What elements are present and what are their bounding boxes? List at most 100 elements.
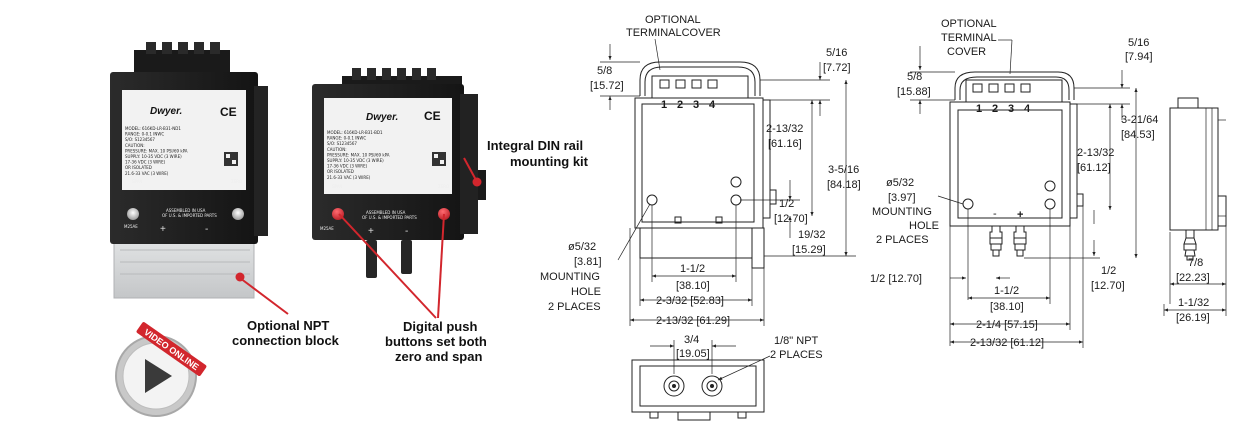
d1-dim-1-2: 1/2 bbox=[779, 198, 794, 210]
npt-connection-block bbox=[113, 237, 255, 299]
plus-port-mark-right: + bbox=[368, 226, 374, 237]
device-photo-left: Dwyer. CE MODEL: 616KD-LR-B31-ND1RANGE: … bbox=[110, 42, 268, 299]
label-line: S/O: S1234567 bbox=[125, 137, 155, 142]
terminal-number: 2 bbox=[677, 99, 683, 111]
label-line: SUPPLY: 10-35 VDC (3 WIRE) bbox=[327, 158, 384, 163]
d2-dim-1-1-32-mm: [26.19] bbox=[1176, 312, 1210, 324]
d2-dim-3-21-64-mm: [84.53] bbox=[1121, 129, 1155, 141]
d2-dim-5-16: 5/16 bbox=[1128, 37, 1149, 49]
d1-dim-1-1-2-mm: [38.10] bbox=[676, 280, 710, 292]
brand-logo-right: Dwyer. bbox=[366, 112, 398, 123]
label-line: S/O: S1234567 bbox=[327, 141, 357, 146]
parts-text-right: OF U.S. & IMPORTED PARTS bbox=[362, 215, 417, 220]
d1-hole-3: MOUNTING bbox=[540, 271, 600, 283]
terminal-number: 4 bbox=[1024, 103, 1031, 115]
d1-dim-3-4-mm: [19.05] bbox=[676, 348, 710, 360]
d1-dim-2-13-32: 2-13/32 bbox=[766, 123, 803, 135]
d1-dim-2-13-32b: 2-13/32 [61.29] bbox=[656, 315, 730, 327]
ce-mark: CE bbox=[220, 105, 237, 119]
din-callout-dot bbox=[472, 177, 482, 187]
d2-dim-1-1-32: 1-1/32 bbox=[1178, 297, 1209, 309]
label-line: 21.6-33 VAC (3 WIRE) bbox=[125, 171, 169, 176]
d1-hole-4: HOLE bbox=[571, 286, 601, 298]
drawing-side-view: 7/8 [22.23] 1-1/32 [26.19] bbox=[1163, 97, 1227, 324]
d1-dim-19-32-mm: [15.29] bbox=[792, 244, 826, 256]
d1-dim-5-8: 5/8 bbox=[597, 65, 612, 77]
d2-dim-1-2-mm: [12.70] bbox=[1091, 280, 1125, 292]
d2-hole-1: ø5/32 bbox=[886, 177, 914, 189]
d1-hole-2: [3.81] bbox=[574, 256, 602, 268]
terminal-number: 1 bbox=[976, 103, 982, 115]
d1-dim-5-8-mm: [15.72] bbox=[590, 80, 624, 92]
d1-cover-label-1: OPTIONAL bbox=[645, 14, 701, 26]
d1-dim-3-5-16: 3-5/16 bbox=[828, 164, 859, 176]
d2-dim-2-13-32b: 2-13/32 [61.12] bbox=[970, 337, 1044, 349]
product-label-right bbox=[324, 98, 452, 194]
push-callout-line2: buttons set both bbox=[385, 334, 487, 349]
label-line: OR ISOLATED bbox=[125, 165, 152, 170]
d2-hole-5: 2 PLACES bbox=[876, 234, 929, 246]
d2-cover-2: TERMINAL bbox=[941, 32, 997, 44]
d2-cover-1: OPTIONAL bbox=[941, 18, 997, 30]
model-code-right: M25AE bbox=[320, 226, 334, 231]
d2-dim-5-16-mm: [7.94] bbox=[1125, 51, 1153, 63]
d1-dim-3-5-16-mm: [84.18] bbox=[827, 179, 861, 191]
span-label-right: SPAN bbox=[332, 184, 342, 189]
label-line: SUPPLY: 10-35 VDC (3 WIRE) bbox=[125, 154, 182, 159]
d1-npt-2: 2 PLACES bbox=[770, 349, 823, 361]
barb-fitting bbox=[989, 226, 1003, 257]
drawing-bottom-view: 3/4 [19.05] 1/8" NPT 2 PLACES bbox=[631, 334, 823, 421]
d2-cover-3: COVER bbox=[947, 46, 986, 58]
ce-mark-right: CE bbox=[424, 109, 441, 123]
label-line: PRESSURE: MAX. 10 PSI/69 kPA bbox=[125, 148, 188, 153]
label-line: 17-36 VDC (3 WIRE) bbox=[327, 164, 368, 169]
d1-hole-1: ø5/32 bbox=[568, 241, 596, 253]
d2-dim-3-21-64: 3-21/64 bbox=[1121, 114, 1158, 126]
d2-hole-3: MOUNTING bbox=[872, 206, 932, 218]
d2-plus: + bbox=[1017, 209, 1023, 221]
terminal-number: 3 bbox=[1008, 103, 1014, 115]
label-line: MODEL: 616KD-LR-B31-BD1 bbox=[327, 130, 383, 135]
terminal-number: 2 bbox=[992, 103, 998, 115]
pressure-barb-plus bbox=[366, 240, 377, 278]
brand-logo: Dwyer. bbox=[150, 106, 182, 117]
label-line: 21.6-33 VAC (3 WIRE) bbox=[327, 175, 371, 180]
d1-dim-2-13-32-mm: [61.16] bbox=[768, 138, 802, 150]
label-line: PRESSURE: MAX. 10 PSI/69 kPA bbox=[327, 152, 390, 157]
minus-port-mark-right: - bbox=[405, 226, 408, 237]
callouts: Integral DIN rail mounting kit Optional … bbox=[232, 138, 589, 364]
d2-dim-1-2: 1/2 bbox=[1101, 265, 1116, 277]
device-photo-right: Dwyer. CE MODEL: 616KD-LR-B31-BD1RANGE: … bbox=[312, 68, 486, 278]
npt-callout-dot bbox=[235, 272, 245, 282]
d2-hole-2: [3.97] bbox=[888, 192, 916, 204]
minus-port-mark: - bbox=[205, 224, 208, 235]
push-callout-line1: Digital push bbox=[403, 319, 477, 334]
model-code: M25AE bbox=[124, 224, 138, 229]
d1-dim-19-32: 19/32 bbox=[798, 229, 826, 241]
d2-dim-5-8-mm: [15.88] bbox=[897, 86, 931, 98]
label-line: MODEL: 616KD-LR-B31-ND1 bbox=[125, 126, 181, 131]
zero-label-right: ZERO bbox=[438, 184, 449, 189]
terminal-number: 3 bbox=[693, 99, 699, 111]
d1-cover-label-2: TERMINALCOVER bbox=[626, 27, 721, 39]
video-online-badge[interactable]: VIDEO ONLINE bbox=[115, 321, 207, 417]
zero-label: ZERO bbox=[231, 179, 242, 184]
d2-dim-7-8-mm: [22.23] bbox=[1176, 272, 1210, 284]
npt-callout-line1: Optional NPT bbox=[247, 318, 329, 333]
d2-dim-2-1-4: 2-1/4 [57.15] bbox=[976, 319, 1038, 331]
barb-fitting bbox=[1013, 226, 1027, 257]
assembled-text-right: ASSEMBLED IN USA bbox=[366, 210, 406, 215]
terminal-number: 1 bbox=[661, 99, 667, 111]
d2-dim-2-13-32-mm: [61.12] bbox=[1077, 162, 1111, 174]
d2-dim-7-8: 7/8 bbox=[1188, 257, 1203, 269]
d2-dim-1-1-2-mm: [38.10] bbox=[990, 301, 1024, 313]
d1-npt-1: 1/8" NPT bbox=[774, 335, 819, 347]
din-callout-line2: mounting kit bbox=[510, 154, 589, 169]
plus-port-mark: + bbox=[160, 224, 166, 235]
product-label-left bbox=[122, 90, 246, 190]
terminal-number: 4 bbox=[709, 99, 716, 111]
screw-right bbox=[232, 208, 244, 220]
d1-dim-3-4: 3/4 bbox=[684, 334, 699, 346]
